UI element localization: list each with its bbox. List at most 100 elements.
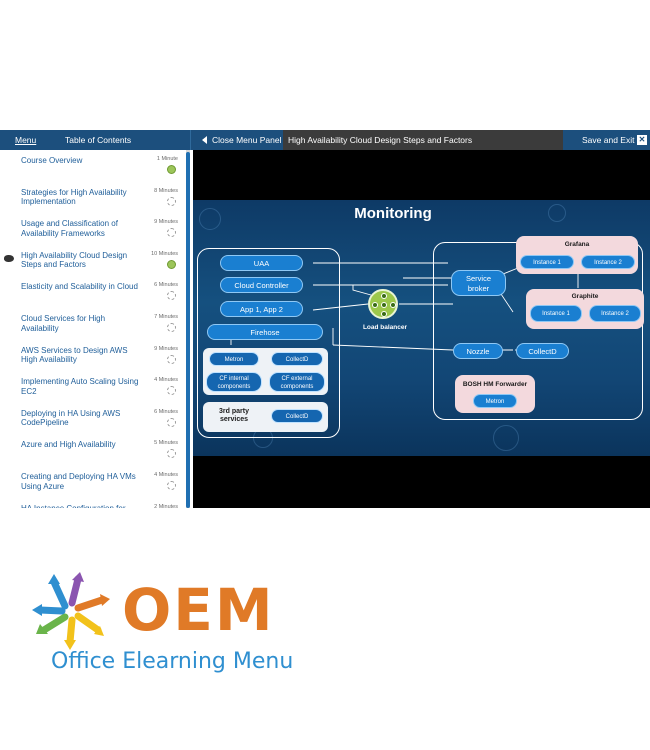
pending-status-icon [167, 354, 176, 364]
cf-internal-line1: CF internal [219, 376, 249, 382]
pending-status-icon [167, 323, 176, 332]
collectd-right-node: CollectD [516, 343, 569, 359]
firehose-node: Firehose [207, 324, 323, 340]
pending-status-icon [167, 481, 176, 490]
toc-item[interactable]: Creating and Deploying HA VMs Using Azur… [0, 472, 184, 504]
toc-item-title: Deploying in HA Using AWS CodePipeline [21, 408, 121, 428]
service-broker-line2: broker [467, 284, 490, 293]
table-of-contents-tab[interactable]: Table of Contents [65, 135, 132, 145]
toc-item-title: Azure and High Availability [21, 440, 116, 450]
graphite-label: Graphite [571, 293, 599, 300]
decorative-circle [548, 204, 566, 222]
course-title-bar: High Availability Cloud Design Steps and… [283, 130, 563, 150]
toc-item-duration: 4 Minutes [154, 472, 178, 478]
graphite-instance-2: Instance 2 [589, 305, 641, 322]
save-and-exit-label: Save and Exit [582, 135, 635, 145]
toc-item-duration: 8 Minutes [154, 187, 178, 194]
load-balancer-icon [368, 289, 398, 319]
graphite-instance-1: Instance 1 [530, 305, 582, 322]
cf-external-node: CF external components [269, 372, 325, 392]
menu-header: Menu Table of Contents [0, 130, 190, 150]
service-broker-node: Service broker [451, 270, 506, 296]
third-party-line1: 3rd party [219, 408, 249, 415]
toc-item-duration: 6 Minutes [154, 408, 178, 415]
toc-item-title: Implementing Auto Scaling Using EC2 [21, 377, 139, 396]
bosh-metron-node: Metron [473, 394, 517, 408]
toc-item-duration: 9 Minutes [154, 345, 178, 352]
toc-item-duration: 1 Minute [156, 156, 178, 162]
cf-external-line2: components [280, 384, 314, 390]
triangle-left-icon [202, 136, 207, 144]
close-menu-panel-label: Close Menu Panel [212, 135, 282, 145]
bosh-label: BOSH HM Forwarder [462, 381, 528, 388]
apps-node: App 1, App 2 [220, 301, 303, 317]
menu-tab[interactable]: Menu [15, 135, 37, 145]
complete-status-icon [167, 259, 176, 269]
diagram-connectors [230, 262, 579, 351]
cf-external-line1: CF external [281, 376, 313, 382]
brand-tagline: Office Elearning Menu [51, 649, 294, 674]
collectd-node: CollectD [271, 352, 323, 366]
toc-item[interactable]: Usage and Classification of Availability… [0, 219, 184, 251]
course-title: High Availability Cloud Design Steps and… [288, 135, 473, 145]
cf-internal-node: CF internal components [206, 372, 262, 392]
top-bar: Menu Table of Contents Close Menu Panel … [0, 130, 650, 150]
elearning-player: Menu Table of Contents Close Menu Panel … [0, 130, 650, 508]
toc-item-title: HA Instance Configuration for [21, 504, 139, 508]
toc-item-title: Strategies for High Availability Impleme… [21, 187, 127, 207]
slide-title: Monitoring [354, 205, 432, 222]
current-position-icon [4, 254, 14, 262]
toc-item-duration: 6 Minutes [154, 282, 178, 289]
toc-item[interactable]: HA Instance Configuration for 2 Minutes [0, 504, 184, 508]
toc-item-title: Elasticity and Scalability in Cloud [21, 282, 138, 292]
uaa-node: UAA [220, 255, 303, 271]
toc-item-duration: 2 Minutes [154, 503, 178, 508]
toc-item[interactable]: Azure and High Availability 5 Minutes [0, 440, 184, 472]
grafana-instance-1: Instance 1 [520, 255, 574, 269]
pending-status-icon [167, 417, 176, 427]
toc-item-title: Usage and Classification of Availability… [21, 219, 118, 238]
metron-node: Metron [209, 352, 259, 366]
brand-letters: OEM [122, 576, 275, 644]
toc-item-title: High Availability Cloud Design Steps and… [21, 250, 128, 270]
cloud-foundry-panel [197, 248, 340, 438]
decorative-circle [199, 208, 221, 230]
decorative-circle [493, 425, 519, 451]
toc-item-duration: 10 Minutes [151, 250, 178, 257]
toc-item[interactable]: Implementing Auto Scaling Using EC2 4 Min… [0, 377, 184, 409]
sidebar-scrollbar[interactable] [186, 150, 190, 508]
close-icon[interactable]: ✕ [637, 135, 647, 145]
pending-status-icon [167, 196, 176, 206]
toc-item[interactable]: Strategies for High Availability Impleme… [0, 188, 184, 220]
pending-status-icon [167, 449, 176, 459]
toc-item-duration: 4 Minutes [154, 377, 178, 384]
save-and-exit-button[interactable]: Save and Exit ✕ [563, 130, 650, 150]
brand-logo: OEM Office Elearning Menu [30, 565, 310, 685]
toc-item[interactable]: AWS Services to Design AWS High Availabi… [0, 346, 184, 378]
toc-item-duration: 5 Minutes [154, 440, 178, 447]
toc-item[interactable]: High Availability Cloud Design Steps and… [0, 251, 184, 283]
cf-internal-line2: components [217, 384, 251, 390]
third-party-line2: services [219, 416, 249, 423]
scrollbar-thumb[interactable] [186, 152, 190, 508]
pending-status-icon [167, 386, 176, 396]
grafana-instance-2: Instance 2 [581, 255, 635, 269]
nozzle-node: Nozzle [453, 343, 503, 359]
oem-arrows-logo-icon [32, 572, 110, 650]
complete-status-icon [167, 165, 176, 174]
close-menu-panel-button[interactable]: Close Menu Panel [190, 130, 283, 150]
toc-item[interactable]: Elasticity and Scalability in Cloud 6 Min… [0, 282, 184, 314]
toc-item-title: Course Overview [21, 156, 83, 165]
toc-item[interactable]: Deploying in HA Using AWS CodePipeline 6 … [0, 409, 184, 441]
third-party-label: 3rd party services [205, 408, 263, 424]
grafana-label: Grafana [564, 241, 590, 248]
cloud-controller-node: Cloud Controller [220, 277, 303, 293]
collectd-third-party-node: CollectD [271, 409, 323, 423]
toc-item-duration: 9 Minutes [154, 219, 178, 226]
toc-item-title: AWS Services to Design AWS High Availabi… [21, 345, 128, 365]
pending-status-icon [167, 291, 176, 301]
content-area: Monitoring [193, 150, 650, 508]
toc-item[interactable]: Course Overview 1 Minute [0, 156, 184, 188]
